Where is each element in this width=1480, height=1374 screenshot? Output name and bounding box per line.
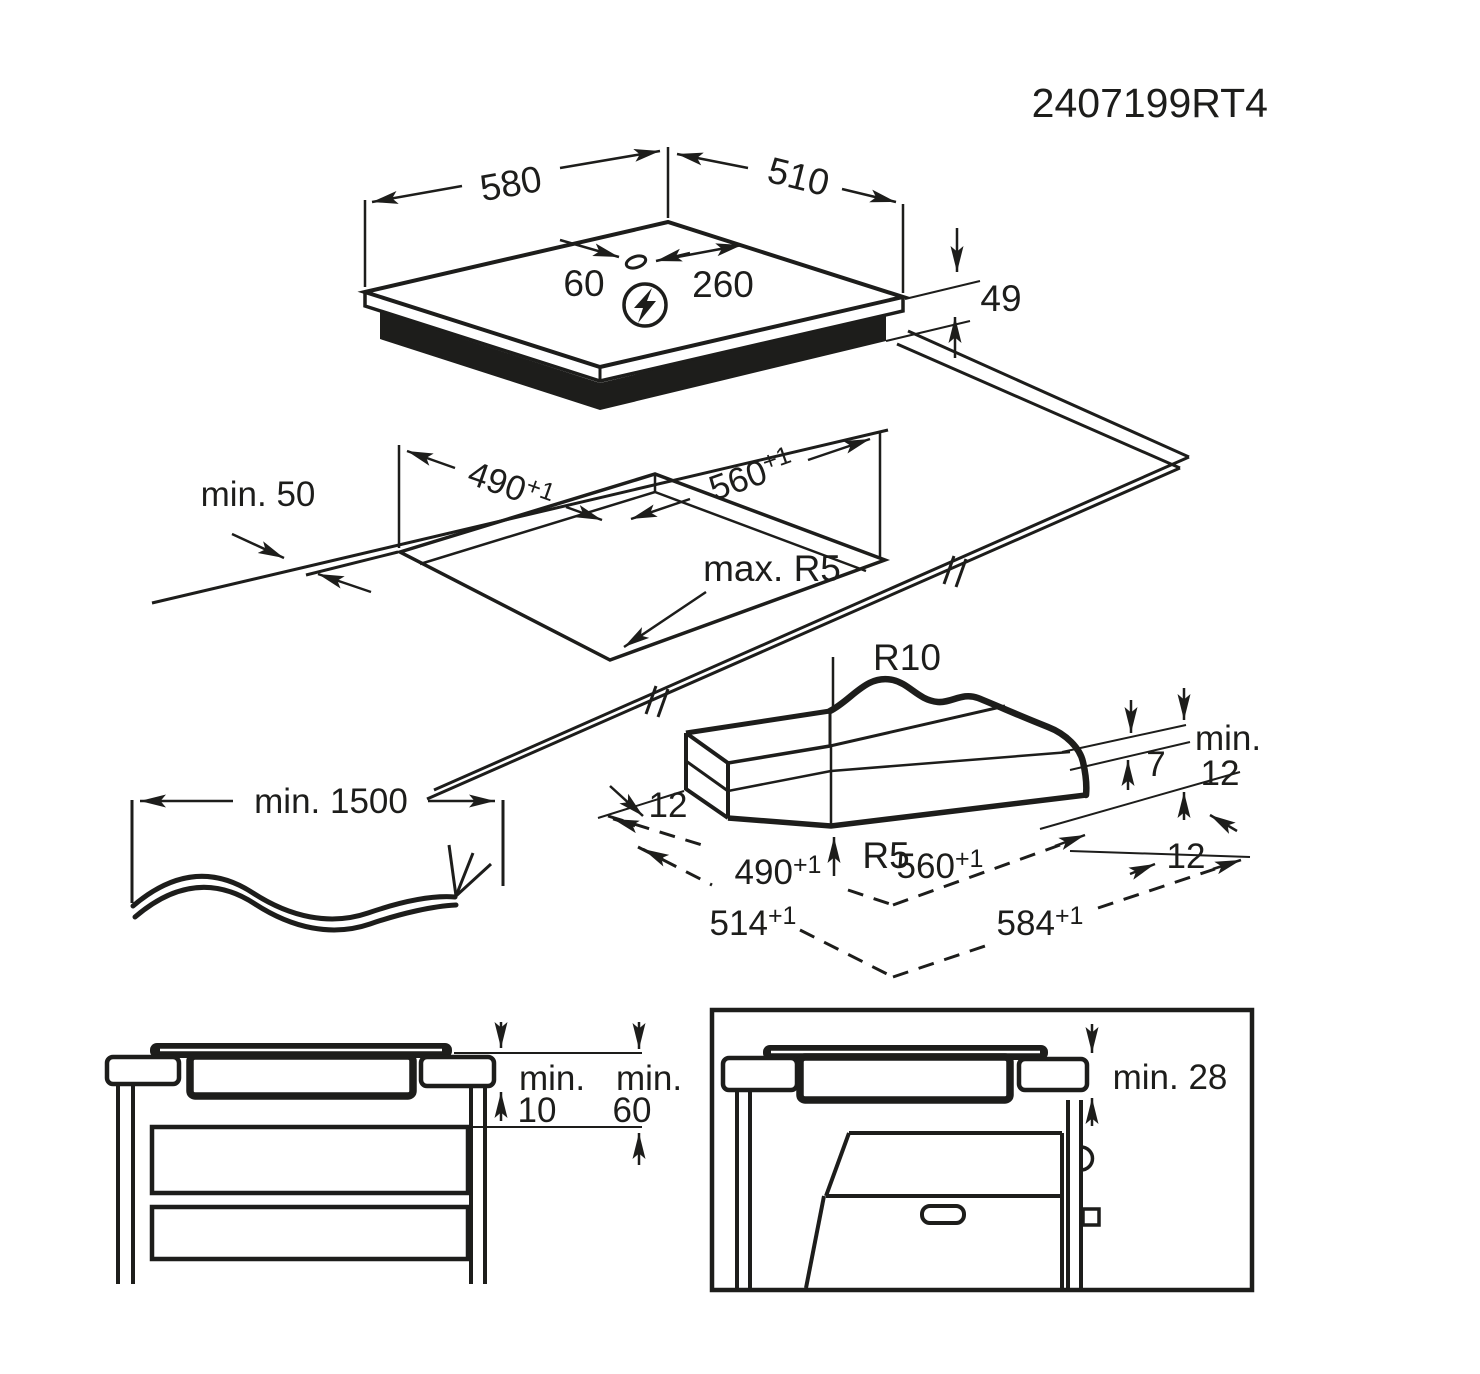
dim-gap2-value: 60 — [613, 1091, 652, 1130]
dim-cutout-width: 560+1 — [703, 441, 799, 509]
dim-oven-clearance: min. 28 — [1113, 1058, 1228, 1097]
dim-gap1-label: min. — [519, 1059, 585, 1098]
electrical-connection-icon — [622, 282, 668, 328]
break-line — [826, 675, 1090, 799]
dim-profile-outer-width: 584+1 — [997, 902, 1084, 943]
frame — [709, 1007, 1255, 1293]
dim-profile-outer-depth: 514+1 — [710, 902, 797, 943]
dim-min-side-label: min. — [1195, 719, 1261, 758]
drawer-upper — [149, 1124, 471, 1196]
side-panel-knob — [1081, 1207, 1101, 1227]
dim-min-side-value: 12 — [1201, 754, 1240, 793]
dim-conn-left: 60 — [563, 263, 604, 304]
dim-hob-height: 49 — [980, 278, 1021, 319]
dim-radius-bottom: R5 — [862, 835, 909, 876]
connection-point — [624, 254, 648, 270]
oven-handle — [920, 1204, 966, 1225]
dim-gap2-label: min. — [616, 1059, 682, 1098]
oven-body — [804, 1131, 1064, 1289]
mains-cable: min. 1500 — [130, 782, 505, 933]
dim-profile-inner-width: 560+1 — [897, 845, 984, 886]
dim-radius-top: R10 — [873, 637, 941, 678]
hob-body-left-face — [380, 312, 600, 410]
hob-body-section-2 — [796, 1053, 1014, 1104]
drawer-lower — [149, 1204, 471, 1262]
corner-profile: R10 R5 12 490+1 560+1 514+1 584+1 — [597, 637, 1261, 979]
worktop-cutout: min. 50 490+1 560+1 max. R5 — [151, 428, 1190, 801]
dim-conn-right: 260 — [692, 264, 754, 305]
dim-hob-width: 580 — [477, 158, 545, 209]
dim-lip-height: 7 — [1146, 745, 1165, 784]
dim-cutout-radius: max. R5 — [703, 548, 841, 589]
hob-body-right-face — [600, 314, 886, 410]
drawer-installation: min. 10 min. 60 — [104, 1022, 682, 1284]
cable-line-top — [130, 873, 458, 922]
part-number: 2407199RT4 — [1032, 80, 1268, 126]
dim-offset-right: 12 — [1167, 837, 1206, 876]
side-panel-bump — [1080, 1145, 1095, 1172]
cable-wire-ends — [447, 844, 493, 898]
cable-line-bottom — [132, 884, 459, 933]
oven-installation: min. 28 — [709, 1007, 1255, 1293]
hob-body-section — [186, 1052, 417, 1100]
dim-gap1-value: 10 — [518, 1091, 557, 1130]
hob-isometric: 580 510 60 260 49 — [357, 147, 1190, 470]
dim-wall-gap: min. 50 — [201, 475, 316, 514]
dim-cable-length: min. 1500 — [254, 782, 408, 821]
dim-hob-depth: 510 — [764, 149, 834, 204]
dim-profile-inner-depth: 490+1 — [735, 851, 822, 892]
